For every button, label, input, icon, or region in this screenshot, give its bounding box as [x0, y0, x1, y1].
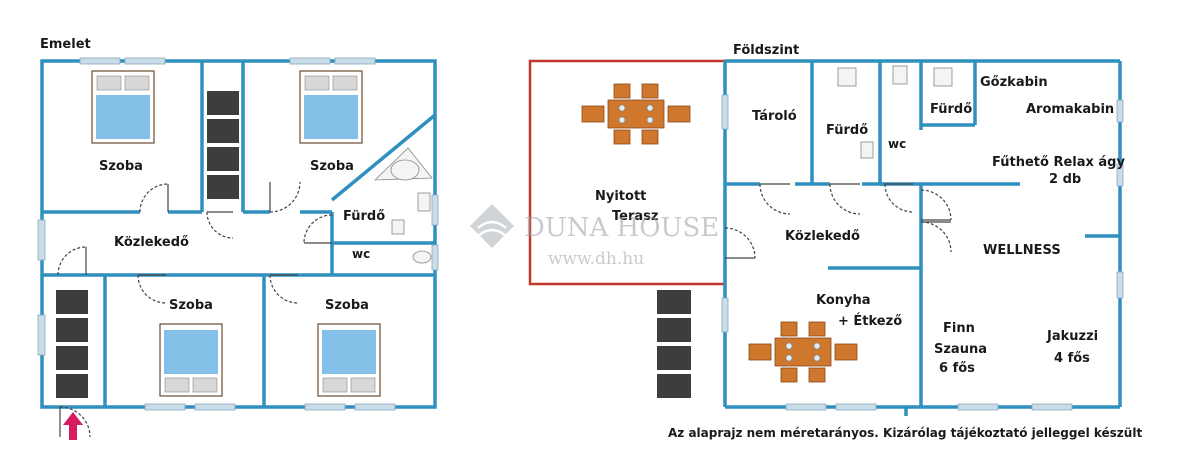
upper-corridor-label: Közlekedő [114, 235, 189, 250]
ground-doors [724, 183, 952, 259]
terrace-dining-set [581, 83, 691, 145]
ground-floor-title: Földszint [733, 43, 799, 58]
terrace-label-line1: Nyitott [595, 189, 646, 204]
upper-bathroom-label: Fürdő [343, 209, 385, 224]
bed-bottom-right [317, 323, 381, 397]
ground-outdoor-stairs [657, 290, 691, 398]
upper-windows [37, 57, 439, 411]
terrace-label-line2: Terasz [612, 209, 658, 224]
ground-bathroom-fixtures [837, 65, 953, 159]
wellness-label: WELLNESS [983, 243, 1061, 258]
relax-bed-label-line2: 2 db [1049, 172, 1081, 187]
bed-bottom-left [159, 323, 223, 397]
steam-cabin-label: Gőzkabin [980, 75, 1048, 90]
bed-top-right [299, 70, 363, 144]
disclaimer-text: Az alaprajz nem méretarányos. Kizárólag … [668, 426, 1142, 440]
upper-room-bottom-left-label: Szoba [169, 298, 213, 313]
upper-wc-label: wc [352, 247, 370, 261]
upper-floor: Emelet [37, 37, 439, 440]
watermark: DUNA HOUSE www.dh.hu [470, 204, 719, 269]
upper-internal-walls [42, 61, 437, 407]
kitchen-dining-set [748, 321, 858, 383]
watermark-url: www.dh.hu [548, 249, 644, 269]
watermark-brand: DUNA HOUSE [524, 213, 719, 243]
arrow-up-icon [63, 412, 83, 440]
upper-staircase [56, 91, 239, 398]
sauna-label-line2: Szauna [934, 342, 987, 357]
wellness-bathroom-label: Fürdő [930, 102, 972, 117]
sauna-label-line1: Finn [943, 321, 975, 336]
sauna-label-line3: 6 fős [939, 361, 975, 376]
kitchen-label-line1: Konyha [816, 293, 871, 308]
ground-internal-walls [725, 61, 1120, 407]
upper-doors [57, 181, 333, 438]
aroma-cabin-label: Aromakabin [1026, 102, 1114, 117]
upper-bathroom-fixtures [373, 147, 433, 264]
duna-house-logo-icon [470, 204, 514, 248]
bed-top-left [91, 70, 155, 144]
upper-floor-title: Emelet [40, 37, 91, 52]
ground-floor: Földszint [528, 43, 1125, 416]
terrace-outline [528, 59, 725, 286]
jacuzzi-label-line1: Jakuzzi [1046, 329, 1098, 344]
storage-label: Tároló [752, 109, 797, 124]
upper-room-top-right-label: Szoba [310, 159, 354, 174]
jacuzzi-label-line2: 4 fős [1054, 351, 1090, 366]
upper-room-top-left-label: Szoba [99, 159, 143, 174]
ground-wc-label: wc [888, 137, 906, 151]
ground-bathroom-label: Fürdő [826, 123, 868, 138]
kitchen-label-line2: + Étkező [838, 313, 902, 329]
relax-bed-label-line1: Fűthető Relax ágy [992, 155, 1125, 170]
upper-room-bottom-right-label: Szoba [325, 298, 369, 313]
ground-windows [721, 94, 1124, 411]
ground-corridor-label: Közlekedő [785, 229, 860, 244]
